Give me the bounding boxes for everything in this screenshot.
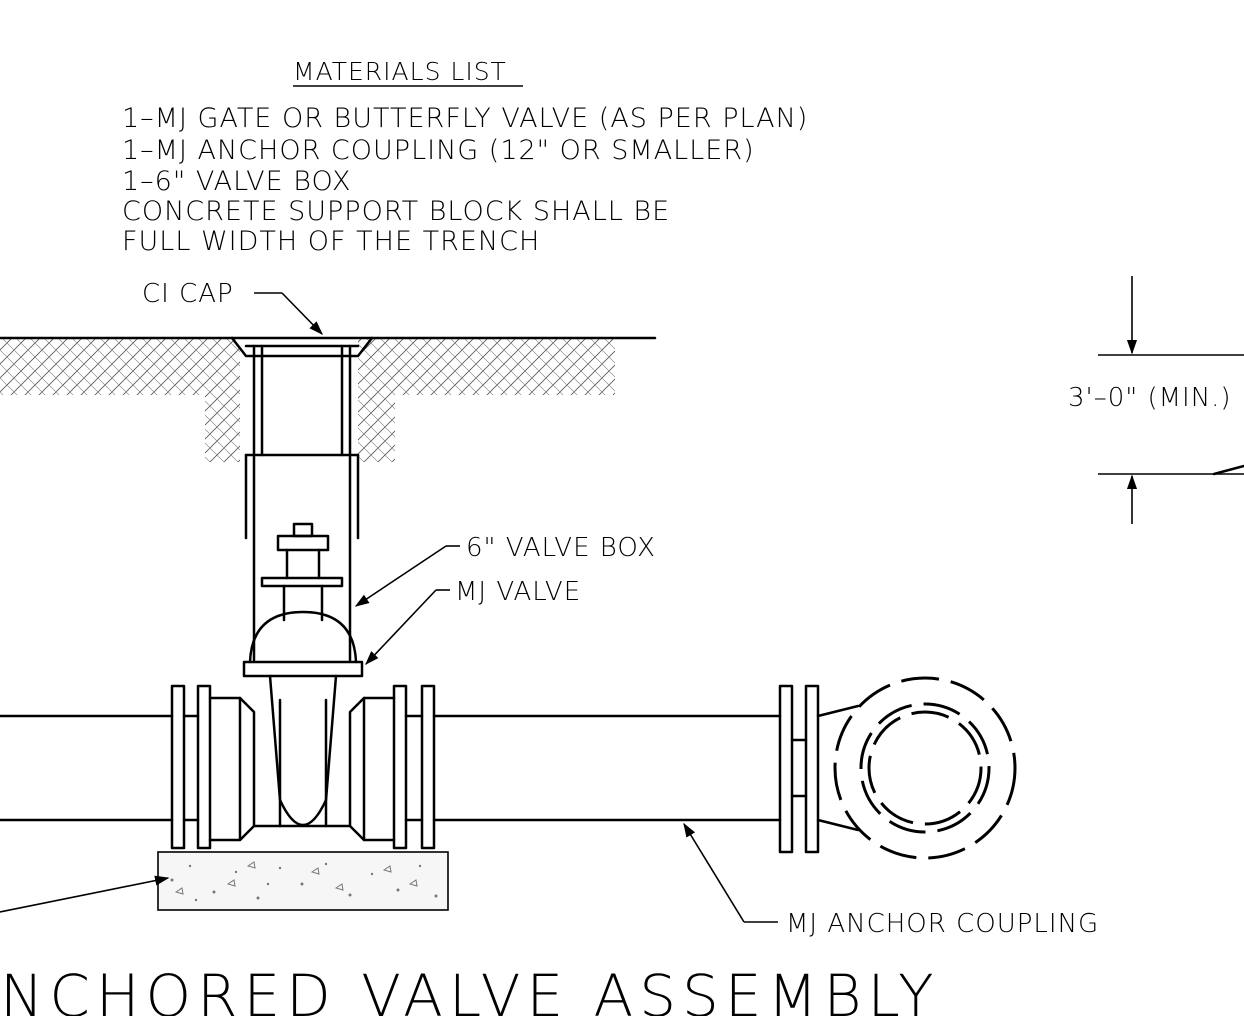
cover-depth-label: 3'–0" (MIN.) xyxy=(1068,383,1232,413)
materials-line-4: CONCRETE SUPPORT BLOCK SHALL BE xyxy=(122,196,670,227)
materials-line-1: 1–MJ GATE OR BUTTERFLY VALVE (AS PER PLA… xyxy=(122,103,808,134)
ci-cap-callout: CI CAP xyxy=(142,279,324,336)
materials-list-heading: MATERIALS LIST xyxy=(293,57,507,86)
support-block-callout-leader xyxy=(0,875,170,913)
anchor-coupling-label: MJ ANCHOR COUPLING xyxy=(786,909,1099,939)
drawing-title: NCHORED VALVE ASSEMBLY xyxy=(0,962,940,1016)
mj-valve-callout: MJ VALVE xyxy=(365,577,581,666)
pipe-end-circle-view xyxy=(833,676,1017,860)
materials-line-2: 1–MJ ANCHOR COUPLING (12" OR SMALLER) xyxy=(122,135,755,166)
cover-depth-dimension: 3'–0" (MIN.) xyxy=(1068,276,1244,524)
mj-valve xyxy=(242,522,364,828)
valve-box-callout: 6" VALVE BOX xyxy=(354,533,656,607)
valve-box xyxy=(230,336,374,662)
concrete-support-block xyxy=(157,851,449,911)
valve-box-label: 6" VALVE BOX xyxy=(466,533,656,563)
materials-list: MATERIALS LIST 1–MJ GATE OR BUTTERFLY VA… xyxy=(122,57,808,257)
anchor-coupling-callout: MJ ANCHOR COUPLING xyxy=(683,822,1099,939)
soil-hatch xyxy=(0,338,615,462)
materials-line-3: 1–6" VALVE BOX xyxy=(122,166,352,197)
mj-valve-label: MJ VALVE xyxy=(455,577,581,607)
anchor-coupling-fitting xyxy=(778,684,860,854)
main-pipe xyxy=(0,684,782,850)
materials-line-5: FULL WIDTH OF THE TRENCH xyxy=(122,226,540,257)
ci-cap-label: CI CAP xyxy=(142,279,234,309)
